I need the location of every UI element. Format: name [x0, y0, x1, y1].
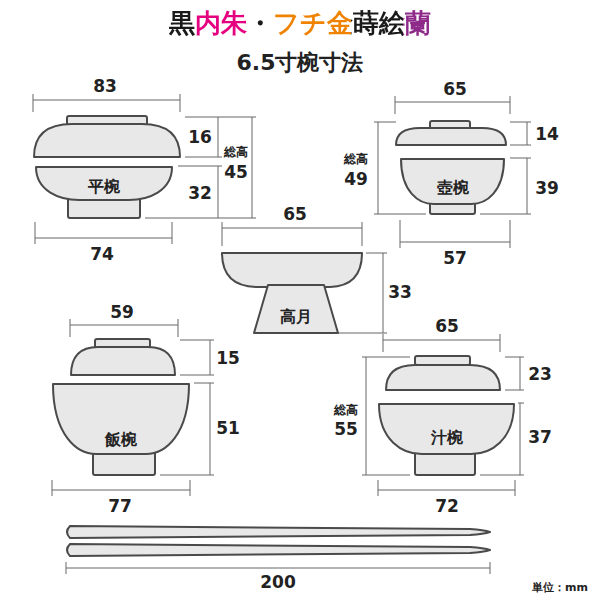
- dimension-line: [33, 94, 180, 112]
- dimension-label: 57: [443, 249, 467, 268]
- page-title: 黒内朱・フチ金蒔絵蘭: [169, 9, 431, 39]
- dimension-label: 51: [216, 419, 240, 438]
- bowl-body: 飯椀: [52, 383, 190, 455]
- dimension-label: 65: [283, 205, 307, 224]
- dimension-label: 77: [108, 497, 132, 516]
- bowl-lid: [34, 124, 180, 157]
- dimension-label: 総高: [334, 404, 358, 417]
- dimension-label: 総高: [344, 153, 368, 166]
- dimension-line: [383, 334, 500, 352]
- bowl-name: 汁椀: [431, 429, 463, 447]
- dimension-label: 83: [93, 77, 117, 96]
- bowl-shape: [401, 159, 504, 204]
- bowl-shape: [379, 404, 514, 454]
- bowl-lid: [71, 347, 175, 375]
- bowl-shape: [36, 167, 172, 200]
- dimension-label: 45: [224, 163, 248, 182]
- chopstick: [67, 526, 490, 538]
- bowl-lid: [396, 128, 506, 145]
- dimension-label: 32: [188, 184, 212, 203]
- bowl-name: 飯椀: [105, 431, 137, 449]
- bowl-shape: [254, 285, 338, 333]
- bowl-body: 汁椀: [378, 403, 515, 455]
- dimension-line: [180, 340, 214, 375]
- dimension-label: 72: [435, 497, 459, 516]
- bowl-body: 平椀: [35, 166, 173, 201]
- bowl-body: 壺椀: [400, 158, 505, 205]
- bowl-name: 平椀: [88, 178, 120, 196]
- dimension-line: [336, 253, 387, 333]
- lid-knob: [415, 356, 470, 365]
- dimension-label: 55: [334, 420, 358, 439]
- dimension-line: [400, 220, 510, 248]
- bowl-lid: [386, 365, 500, 390]
- bowl-body: 高月: [252, 284, 340, 334]
- dimension-label: 16: [188, 128, 212, 147]
- dimension-line: [395, 96, 510, 114]
- dimension-line: [35, 222, 172, 244]
- dimension-label: 74: [90, 245, 114, 264]
- dimension-label: 37: [528, 428, 552, 447]
- dimension-line: [70, 319, 178, 337]
- pedestal-cup: [222, 253, 362, 287]
- bowl-name: 壺椀: [437, 179, 469, 197]
- dimension-label: 23: [528, 365, 552, 384]
- dimension-label: 59: [110, 303, 134, 322]
- dimension-label: 単位：mm: [532, 582, 588, 594]
- dimension-label: 39: [535, 179, 559, 198]
- dimension-label: 65: [435, 317, 459, 336]
- subtitle: 6.5寸椀寸法: [237, 51, 364, 75]
- dimension-line: [222, 222, 362, 246]
- bowl-shape: [53, 384, 189, 454]
- dimension-label: 15: [216, 349, 240, 368]
- dimension-line: [222, 117, 256, 218]
- dimension-line: [185, 117, 222, 157]
- dimension-label: 総高: [224, 146, 248, 159]
- dimension-line: [510, 122, 531, 145]
- dimension-line: [52, 480, 190, 496]
- chopstick: [67, 544, 490, 556]
- dimension-line: [378, 480, 515, 496]
- dimension-line: [505, 357, 524, 390]
- dimension-label: 200: [260, 573, 296, 592]
- dimension-label: 14: [535, 125, 559, 144]
- dimension-label: 49: [344, 170, 368, 189]
- dimension-label: 65: [443, 80, 467, 99]
- bowl-name: 高月: [280, 308, 312, 326]
- dimension-label: 33: [388, 283, 412, 302]
